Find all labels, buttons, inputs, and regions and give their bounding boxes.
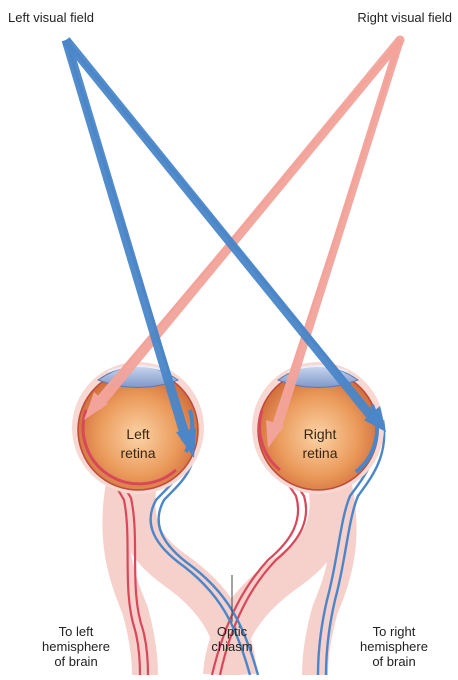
to-left-hemisphere-label: To left hemisphere of brain [36,624,116,669]
right-visual-field-label: Right visual field [357,10,452,25]
left-retina-label: Left retina [118,425,158,463]
right-retina-line1: Right [296,425,344,444]
left-retina-line1: Left [118,425,158,444]
right-retina-label: Right retina [296,425,344,463]
optic-chiasm-label: Optic chiasm [202,624,262,654]
to-right-line3: of brain [352,654,436,669]
optic-line2: chiasm [202,639,262,654]
to-left-line3: of brain [36,654,116,669]
to-left-line2: hemisphere [36,639,116,654]
left-visual-field-label: Left visual field [8,10,94,25]
to-right-line1: To right [352,624,436,639]
to-right-line2: hemisphere [352,639,436,654]
left-retina-line2: retina [118,444,158,463]
optic-line1: Optic [202,624,262,639]
right-retina-line2: retina [296,444,344,463]
to-left-line1: To left [36,624,116,639]
to-right-hemisphere-label: To right hemisphere of brain [352,624,436,669]
